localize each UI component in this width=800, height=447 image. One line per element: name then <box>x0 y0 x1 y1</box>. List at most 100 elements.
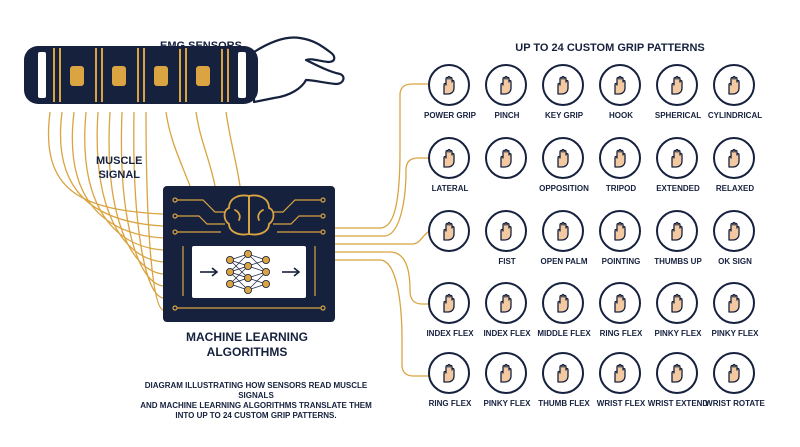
grip-pattern-item: THUMB FLEX <box>528 352 600 430</box>
tripod-icon <box>599 137 641 179</box>
grip-pattern-item: LATERAL <box>414 137 486 215</box>
grip-pattern-label: OPEN PALM <box>540 257 588 266</box>
grip-pattern-label: RING FLEX <box>599 329 643 338</box>
grip-pattern-item: OPPOSITION <box>528 137 600 215</box>
ring-flex-icon <box>599 282 641 324</box>
extended-hand-icon <box>656 137 698 179</box>
grip-pattern-label: OPPOSITION <box>539 184 589 193</box>
emg-sensors-label: EMG SENSORS <box>160 40 242 52</box>
pinky-flex-alt-icon <box>713 282 755 324</box>
wrist-rotate-icon <box>713 352 755 394</box>
grip-pattern-label: RELAXED <box>715 184 755 193</box>
open-palm-icon <box>542 210 584 252</box>
caption-line1: DIAGRAM ILLUSTRATING HOW SENSORS READ MU… <box>144 381 368 400</box>
grip-pattern-item: SPHERICAL <box>642 64 714 142</box>
hook-hand-icon <box>599 64 641 106</box>
grip-pattern-item: WRIST EXTEND <box>642 352 714 430</box>
ml-line2: ALGORITHMS <box>206 345 288 359</box>
caption-line2: AND MACHINE LEARNING ALGORITHMS TRANSLAT… <box>140 401 372 410</box>
thumb-flex-icon <box>542 352 584 394</box>
thumb-point-icon <box>428 210 470 252</box>
grip-pattern-label: RING FLEX <box>428 399 472 408</box>
muscle-signal-label: MUSCLE SIGNAL <box>96 154 142 182</box>
grip-pattern-label: WRIST ROTATE <box>705 399 765 408</box>
grip-pattern-item: WRIST ROTATE <box>699 352 771 430</box>
fist-icon <box>485 210 527 252</box>
ok-sign-icon <box>713 210 755 252</box>
grip-pattern-label: TRIPOD <box>605 184 637 193</box>
grip-pattern-item: EXTENDED <box>642 137 714 215</box>
brain-icon <box>223 194 275 236</box>
grip-pattern-label: SPHERICAL <box>654 111 702 120</box>
pinch-hand-icon <box>485 64 527 106</box>
grip-pattern-item: HOOK <box>585 64 657 142</box>
muscle-signal-line1: MUSCLE <box>96 155 143 167</box>
grip-pattern-item: WRIST FLEX <box>585 352 657 430</box>
open-hand-icon <box>485 137 527 179</box>
grip-pattern-item: TRIPOD <box>585 137 657 215</box>
neural-network-panel <box>192 246 306 298</box>
grip-pattern-label: THUMB FLEX <box>538 399 590 408</box>
fist-hand-icon <box>428 64 470 106</box>
grip-pattern-item: KEY GRIP <box>528 64 600 142</box>
circuit-traces <box>172 194 326 311</box>
machine-learning-chip <box>163 186 335 322</box>
grip-pattern-label: INDEX FLEX <box>483 329 531 338</box>
sphere-hand-icon <box>656 64 698 106</box>
opposition-hand-icon <box>542 137 584 179</box>
grip-pattern-item: MIDDLE FLEX <box>528 282 600 360</box>
grip-pattern-item: INDEX FLEX <box>471 282 543 360</box>
grip-pattern-label: FIST <box>498 257 516 266</box>
neural-network-icon <box>200 250 301 295</box>
grip-pattern-label: PINKY FLEX <box>654 329 702 338</box>
wrist-flex-icon <box>599 352 641 394</box>
ml-algorithms-label: MACHINE LEARNING ALGORITHMS <box>172 330 322 360</box>
grip-pattern-label: POWER GRIP <box>423 111 476 120</box>
grip-pattern-item: PINCH <box>471 64 543 142</box>
lateral-hand-icon <box>428 137 470 179</box>
arm-with-emg-sensors <box>24 36 345 104</box>
grip-pattern-item: POWER GRIP <box>414 64 486 142</box>
grip-pattern-item: RING FLEX <box>414 352 486 430</box>
grip-pattern-item: OPEN PALM <box>528 210 600 288</box>
key-grip-icon <box>542 64 584 106</box>
ring-flex-alt-icon <box>428 352 470 394</box>
grip-pattern-label: CYLINDRICAL <box>707 111 763 120</box>
grip-pattern-item: THUMBS UP <box>642 210 714 288</box>
grip-pattern-label: THUMBS UP <box>654 257 702 266</box>
relaxed-hand-icon <box>713 137 755 179</box>
grip-pattern-item: PINKY FLEX <box>699 282 771 360</box>
grip-pattern-label: KEY GRIP <box>544 111 584 120</box>
grip-pattern-label: PINKY FLEX <box>711 329 759 338</box>
index-flex-alt-icon <box>485 282 527 324</box>
grip-pattern-label: WRIST EXTEND <box>647 399 709 408</box>
wrist-extend-icon <box>656 352 698 394</box>
cylinder-hand-icon <box>713 64 755 106</box>
grip-pattern-item <box>471 137 543 215</box>
pointing-hand-icon <box>599 210 641 252</box>
ml-line1: MACHINE LEARNING <box>186 330 308 344</box>
grip-pattern-label: INDEX FLEX <box>426 329 474 338</box>
grip-pattern-item: RELAXED <box>699 137 771 215</box>
grip-pattern-item: RING FLEX <box>585 282 657 360</box>
grip-pattern-label: HOOK <box>609 111 633 120</box>
grip-pattern-label: EXTENDED <box>656 184 700 193</box>
muscle-signal-line2: SIGNAL <box>98 169 140 181</box>
caption-line3: INTO UP TO 24 CUSTOM GRIP PATTERNS. <box>175 411 337 420</box>
grip-pattern-item <box>414 210 486 288</box>
middle-flex-icon <box>542 282 584 324</box>
grip-pattern-label: LATERAL <box>431 184 469 193</box>
grip-pattern-item: CYLINDRICAL <box>699 64 771 142</box>
index-flex-icon <box>428 282 470 324</box>
grip-pattern-label: MIDDLE FLEX <box>537 329 591 338</box>
grip-pattern-item: INDEX FLEX <box>414 282 486 360</box>
grip-pattern-item: FIST <box>471 210 543 288</box>
grip-pattern-label: OK SIGN <box>718 257 752 266</box>
grip-pattern-item: PINKY FLEX <box>471 352 543 430</box>
grip-pattern-label: PINKY FLEX <box>483 399 531 408</box>
grip-pattern-item: OK SIGN <box>699 210 771 288</box>
grip-pattern-label: WRIST FLEX <box>596 399 646 408</box>
grip-pattern-label: POINTING <box>601 257 641 266</box>
pinky-flex-point-icon <box>485 352 527 394</box>
